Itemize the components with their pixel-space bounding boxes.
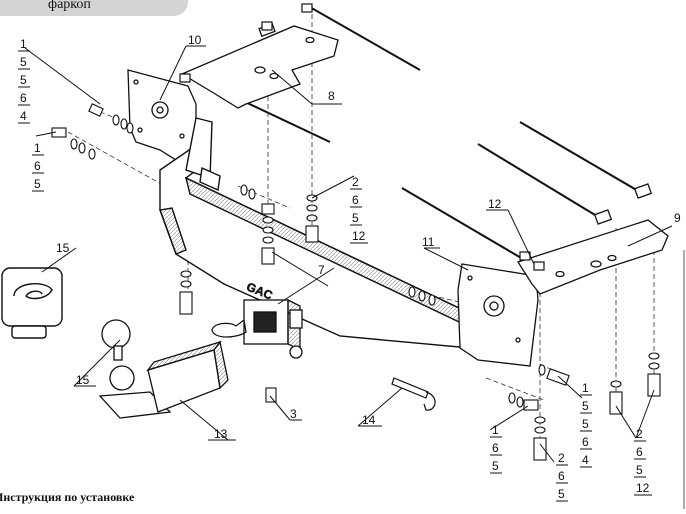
callout-labels: 10 8 7 3 13 14 15 15 11 12 9 [56,33,681,441]
callout-10: 10 [188,33,202,47]
stack-number: 6 [582,435,589,449]
callout-stack-center: 2 6 5 12 [350,175,368,244]
stack-number: 1 [582,381,589,395]
callout-15-cap: 15 [56,241,70,255]
callout-8: 8 [328,89,335,103]
lower-right-plate [517,183,669,295]
stack-number: 4 [20,109,27,123]
header-tab: фаркоп [0,0,188,16]
stack-number: 5 [558,487,565,501]
footer-title: Инструкция по установке [0,490,135,504]
cover-cap [1,267,63,339]
receiver-hitch [243,298,303,359]
callout-12: 12 [488,197,502,211]
stack-number: 5 [352,211,359,225]
callout-stack-left-top: 1 5 5 6 4 [18,37,30,124]
stack-number: 6 [492,441,499,455]
callout-13: 13 [214,427,228,441]
safety-chain-loop [211,318,247,338]
hitch-pin [391,377,436,411]
stack-number: 5 [492,459,499,473]
stack-number: 2 [558,451,565,465]
stack-number: 6 [636,445,643,459]
callout-stack-right-bolt-b: 1 5 5 6 4 [580,381,592,468]
fasteners [51,103,661,461]
stack-number: 1 [20,37,27,51]
callout-7: 7 [318,263,325,277]
stack-number: 12 [352,229,366,243]
stack-number: 1 [492,423,499,437]
stack-number: 2 [352,175,359,189]
callout-11: 11 [422,235,435,249]
stack-number: 6 [34,159,41,173]
callout-stack-right-bolt-a: 1 6 5 [490,423,502,474]
callout-3: 3 [290,407,297,421]
stack-number: 5 [582,399,589,413]
stack-number: 6 [352,193,359,207]
callout-14: 14 [362,413,376,427]
stack-number: 12 [636,481,650,495]
stack-number: 4 [582,453,589,467]
main-crossbar [159,117,481,349]
header-title: фаркоп [48,0,91,12]
right-mounting-bracket [457,263,539,367]
stack-number: 6 [558,469,565,483]
callout-15-ball: 15 [76,373,90,387]
stack-number: 5 [582,417,589,431]
stack-number: 5 [34,177,41,191]
stack-number: 5 [20,55,27,69]
leader-lines [24,45,673,463]
stack-number: 5 [20,73,27,87]
stack-number: 1 [34,141,41,155]
tow-ball-assembly [98,319,229,419]
callout-stack-left-mid: 1 6 5 [32,141,44,192]
stack-number: 5 [636,463,643,477]
stack-number: 6 [20,91,27,105]
upper-plate [180,23,339,109]
callout-stack-right-far: 2 6 5 12 [634,427,652,496]
callout-stack-right-bolt-c: 2 6 5 [556,451,568,502]
left-mounting-bracket [127,69,197,161]
rail-nuts [179,3,545,271]
callout-9: 9 [674,211,681,225]
stack-number: 2 [636,427,643,441]
